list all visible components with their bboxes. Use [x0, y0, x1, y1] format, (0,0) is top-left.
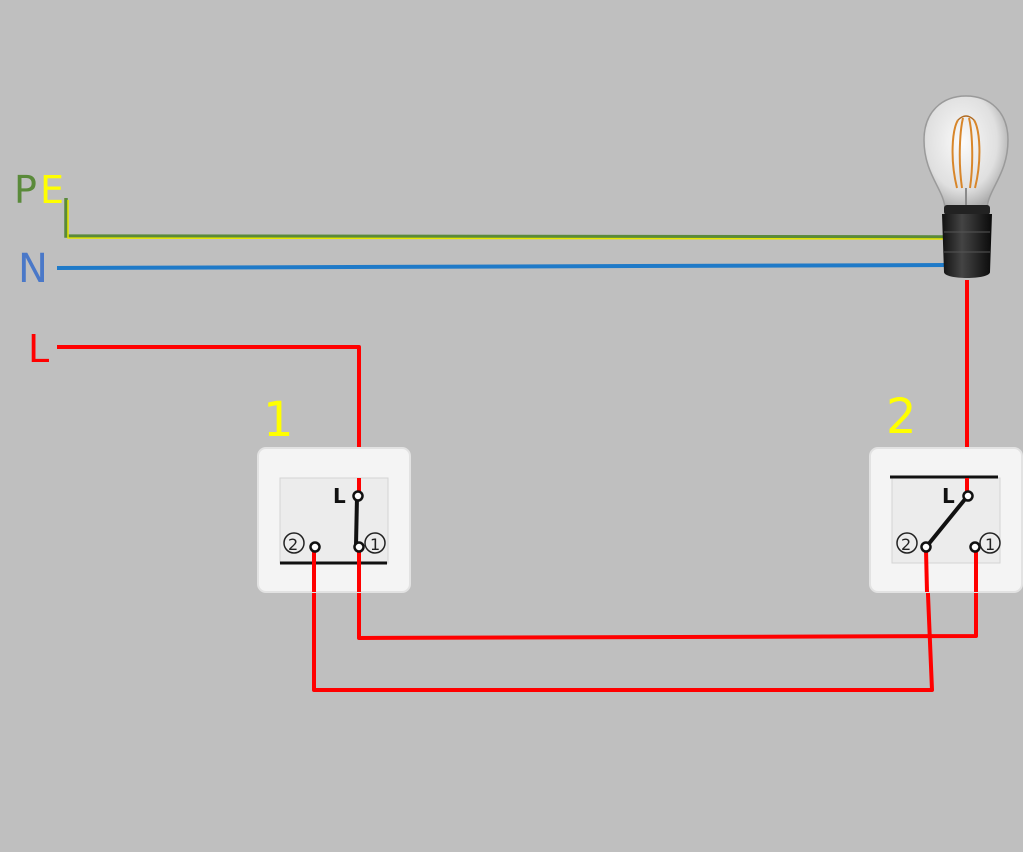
- line-wires: [57, 280, 978, 692]
- switch-2-lever: [925, 496, 968, 548]
- pe-label-p: P: [14, 168, 37, 212]
- pe-wire: [64, 198, 949, 240]
- switch-2-terminal-2: 2: [901, 535, 911, 554]
- pe-label-e: E: [40, 168, 64, 212]
- bulb-socket-icon: [942, 205, 992, 278]
- traveler-2-wire: [312, 546, 934, 692]
- switch-2-terminal-1: 1: [985, 535, 995, 554]
- light-bulb-icon: [923, 95, 1009, 211]
- neutral-wire: [56, 263, 949, 270]
- switch-1-terminal-1: 1: [370, 535, 380, 554]
- n-label: N: [18, 246, 48, 292]
- switch-1-lever: [354, 496, 359, 546]
- switch-1-terminal-l: L: [333, 484, 346, 508]
- switch-2: L 2 1: [869, 447, 1023, 593]
- switch2-number: 2: [886, 389, 917, 445]
- l-label: L: [28, 327, 49, 371]
- switch-2-terminal-l: L: [942, 484, 955, 508]
- switch1-number: 1: [263, 392, 294, 448]
- switch-1-terminal-2: 2: [288, 535, 298, 554]
- switch-1: L 2 1: [257, 447, 411, 593]
